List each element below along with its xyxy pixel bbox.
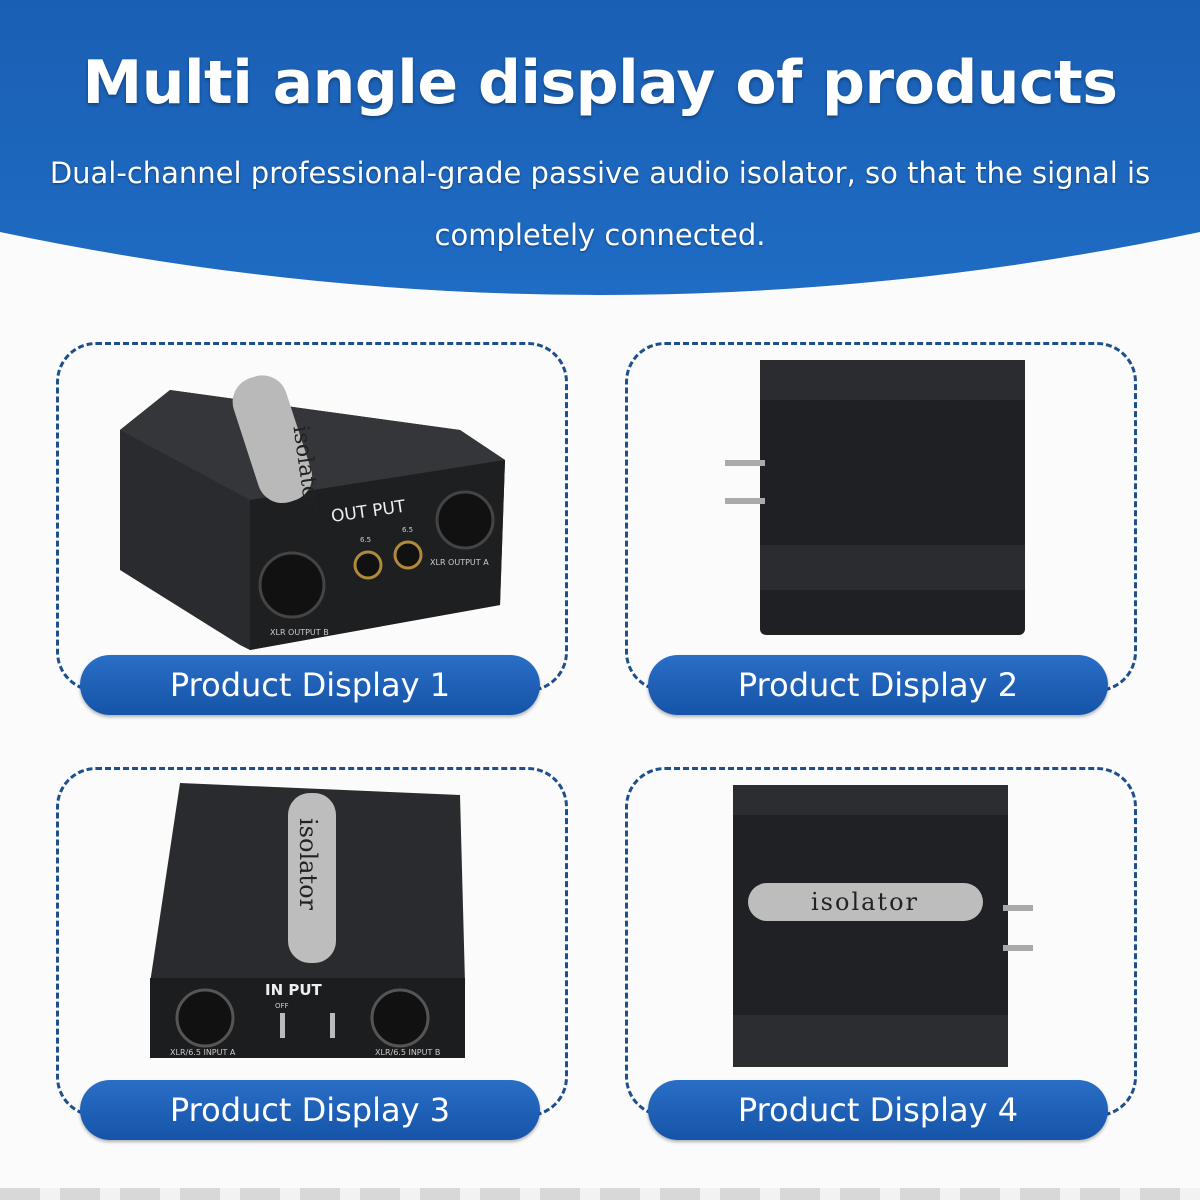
bottom-divider	[0, 1188, 1200, 1200]
brand-label: isolator	[811, 888, 919, 916]
combo-port-a	[175, 988, 235, 1048]
port-label: XLR/6.5 INPUT A	[170, 1048, 236, 1057]
ground-switch-icon	[330, 1013, 335, 1038]
product-image-3: isolator IN PUT OFF XLR/6.5 INPUT A XLR/…	[150, 783, 465, 1058]
xlr-port-b	[258, 551, 326, 619]
port-label: XLR/6.5 INPUT B	[375, 1048, 440, 1057]
switch-label: OFF	[275, 1002, 289, 1010]
product-display-3-label: Product Display 3	[80, 1080, 540, 1140]
header-banner	[0, 0, 1200, 295]
combo-port-b	[370, 988, 430, 1048]
jack-6-5-left	[353, 550, 383, 580]
jack-6-5-right	[393, 540, 423, 570]
product-display-4-label: Product Display 4	[648, 1080, 1108, 1140]
brand-label: isolator	[294, 818, 322, 911]
product-image-4: isolator	[733, 785, 1033, 1067]
port-label: XLR OUTPUT A	[430, 558, 489, 567]
port-label: XLR OUTPUT B	[270, 628, 329, 637]
product-image-1: isolator OUT PUT 6.5 6.5 XLR OUTPUT B XL…	[120, 375, 505, 650]
ground-switch-icon	[280, 1013, 285, 1038]
jack-label: 6.5	[402, 526, 413, 534]
product-image-2	[725, 360, 1025, 635]
xlr-port-a	[435, 490, 495, 550]
product-display-2-label: Product Display 2	[648, 655, 1108, 715]
page-title: Multi angle display of products	[82, 48, 1118, 118]
section-label: IN PUT	[265, 981, 323, 999]
page-subtitle: Dual-channel professional-grade passive …	[49, 156, 1151, 252]
jack-label: 6.5	[360, 536, 371, 544]
product-display-1-label: Product Display 1	[80, 655, 540, 715]
